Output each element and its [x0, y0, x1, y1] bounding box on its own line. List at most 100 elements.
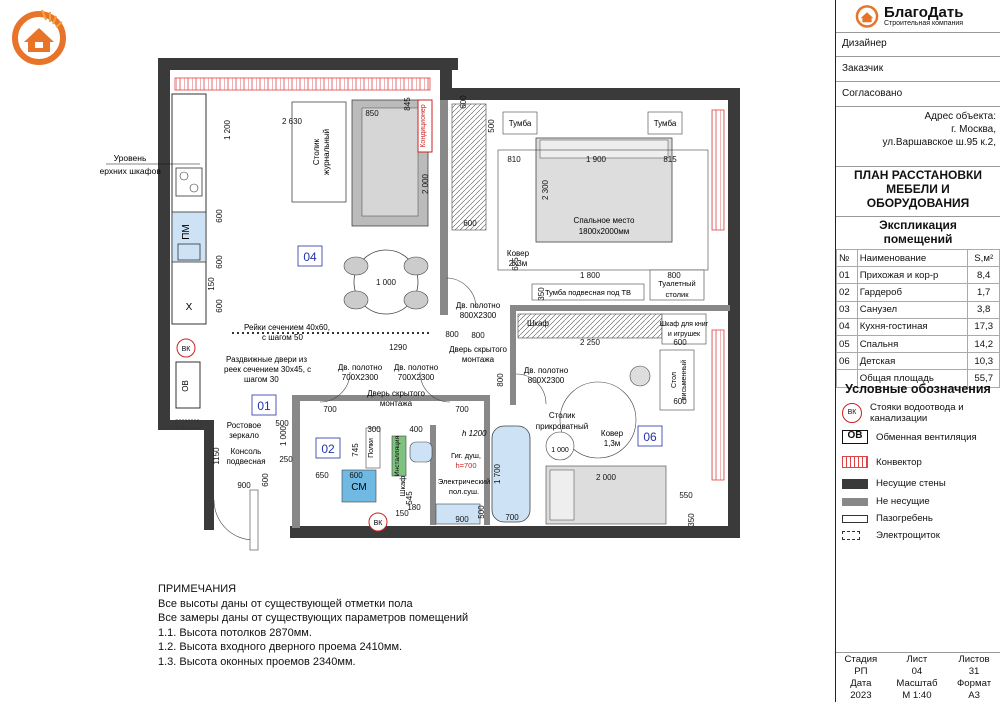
- note-line: Все высоты даны от существующей отметки …: [158, 597, 413, 610]
- dim-21: 1 800: [580, 271, 601, 280]
- nightstand-right-label: Тумба: [654, 119, 677, 128]
- bed-label-2: 1800х2000мм: [579, 227, 630, 236]
- legend-text: Несущие стены: [876, 478, 946, 489]
- format-value: А3: [968, 689, 980, 701]
- vk-marker-left: ВК: [176, 338, 196, 358]
- hidden-door-a-label: Дверь скрытого: [367, 389, 425, 398]
- room-num: 05: [836, 334, 858, 354]
- stage-label: Стадия: [844, 653, 878, 665]
- address-block: Адрес объекта: г. Москва, ул.Варшавское …: [836, 107, 1000, 167]
- vanity-table: [649, 269, 705, 301]
- non-load-bearing-legend-icon: [842, 497, 868, 506]
- dim-37: 650: [315, 471, 329, 480]
- door-700-b-label: Дв. полотно: [394, 363, 439, 372]
- mirror-label-2: зеркало: [229, 431, 259, 440]
- door-800-a-label: Дв. полотно: [456, 301, 501, 310]
- tv-stand-label: Тумба подвесная под ТВ: [545, 288, 631, 297]
- date-value: 2023: [850, 689, 872, 701]
- dim-8: 600: [215, 299, 224, 313]
- room-name: Санузел: [856, 300, 969, 319]
- desk-label-2: письменный: [680, 360, 688, 400]
- company-subtitle: Строительная компания: [884, 20, 964, 27]
- sheet-title-line: МЕБЕЛИ И: [886, 182, 950, 196]
- notes-title: ПРИМЕЧАНИЯ: [158, 583, 237, 595]
- load-bearing-walls: [158, 58, 740, 538]
- company-name: БлагоДать: [884, 4, 964, 21]
- hidden-door-b-label-2: монтажа: [462, 355, 495, 364]
- dim-9: 150: [207, 277, 216, 291]
- dim-26: 600: [673, 397, 687, 406]
- ov-label: ОВ: [181, 380, 190, 392]
- room-num: 01: [836, 266, 858, 285]
- room-area: 8,4: [967, 266, 1000, 285]
- explication-header-row: № Наименование S,м²: [836, 248, 1000, 268]
- dim-3: 845: [403, 97, 412, 111]
- agreed-row: Согласовано: [836, 82, 1000, 107]
- kids-wardrobe: [517, 313, 663, 339]
- dim-13: 800: [496, 373, 505, 387]
- dim-40: 150: [395, 509, 409, 518]
- company-logo-icon: [12, 9, 66, 65]
- door-800-b-label-2: 800Х2300: [528, 376, 565, 385]
- legend-item: Пазогребень: [842, 513, 933, 524]
- carpet-kids: [559, 381, 637, 459]
- dim-0: 2 630: [282, 117, 303, 126]
- address-line: г. Москва,: [951, 124, 996, 135]
- hidden-door-b-label: Дверь скрытого: [449, 345, 507, 354]
- room-area: 17,3: [967, 317, 1000, 336]
- room-num: 02: [836, 283, 858, 302]
- wardrobe-bedroom: [451, 103, 487, 231]
- agreed-label: Согласовано: [842, 88, 903, 99]
- note-line: Все замеры даны от существующих параметр…: [158, 612, 469, 625]
- washing-machine-label: СМ: [351, 482, 366, 493]
- convector-kitchen: [174, 77, 431, 91]
- dim-45: 2 000: [596, 473, 617, 482]
- vk-left-label: ВК: [182, 346, 192, 353]
- dim-35: 900: [237, 481, 251, 490]
- door-700-a-label: Дв. полотно: [338, 363, 383, 372]
- carpet-kids-label-2: 1,3м: [604, 439, 621, 448]
- room-area: 10,3: [967, 352, 1000, 371]
- legend-text: Не несущие: [876, 496, 930, 507]
- total-area: 55,7: [967, 369, 1000, 388]
- address-line: ул.Варшавское ш.95 к.2,: [882, 137, 996, 148]
- dim-14: 800: [445, 330, 459, 339]
- header-num: №: [836, 248, 858, 268]
- stamp-table: Стадия Лист Листов РП 04 31 Дата Масштаб…: [836, 652, 1000, 701]
- sliding-label: Раздвижные двери из: [226, 355, 307, 364]
- legend-item: Несущие стены: [842, 478, 946, 489]
- door-700-a-label-2: 700Х2300: [342, 373, 379, 382]
- explication-title-line: помещений: [883, 232, 953, 246]
- sink: [177, 243, 201, 261]
- scale-label: Масштаб: [896, 677, 938, 689]
- total-label: Общая площадь: [856, 369, 969, 388]
- x-label: Х: [186, 302, 193, 313]
- dim-46: 550: [679, 491, 693, 500]
- dim-15: 1 900: [586, 155, 607, 164]
- pm-label: ПМ: [181, 224, 192, 240]
- dim-12: 800: [471, 331, 485, 340]
- convector-bedroom: [711, 109, 725, 231]
- dim-22: 800: [667, 271, 681, 280]
- door-700-b-label-2: 700Х2300: [398, 373, 435, 382]
- customer-label: Заказчик: [842, 63, 884, 74]
- dim-51: 500: [275, 419, 289, 428]
- hyg-shower-label: Гиг. душ,: [451, 451, 481, 460]
- dim-34: 250: [279, 455, 293, 464]
- dim-52: 600: [459, 95, 468, 109]
- desk: [659, 349, 695, 411]
- door-800-b-label: Дв. полотно: [524, 366, 569, 375]
- sheet-title-line: ОБОРУДОВАНИЯ: [866, 196, 970, 210]
- room-number-01: 01: [257, 399, 271, 413]
- ov-vent: [175, 361, 201, 409]
- coffee-table: [291, 101, 347, 203]
- header-area: S,м²: [967, 248, 1000, 268]
- explication-title: Экспликация помещений: [836, 218, 1000, 246]
- dim-16: 810: [507, 155, 521, 164]
